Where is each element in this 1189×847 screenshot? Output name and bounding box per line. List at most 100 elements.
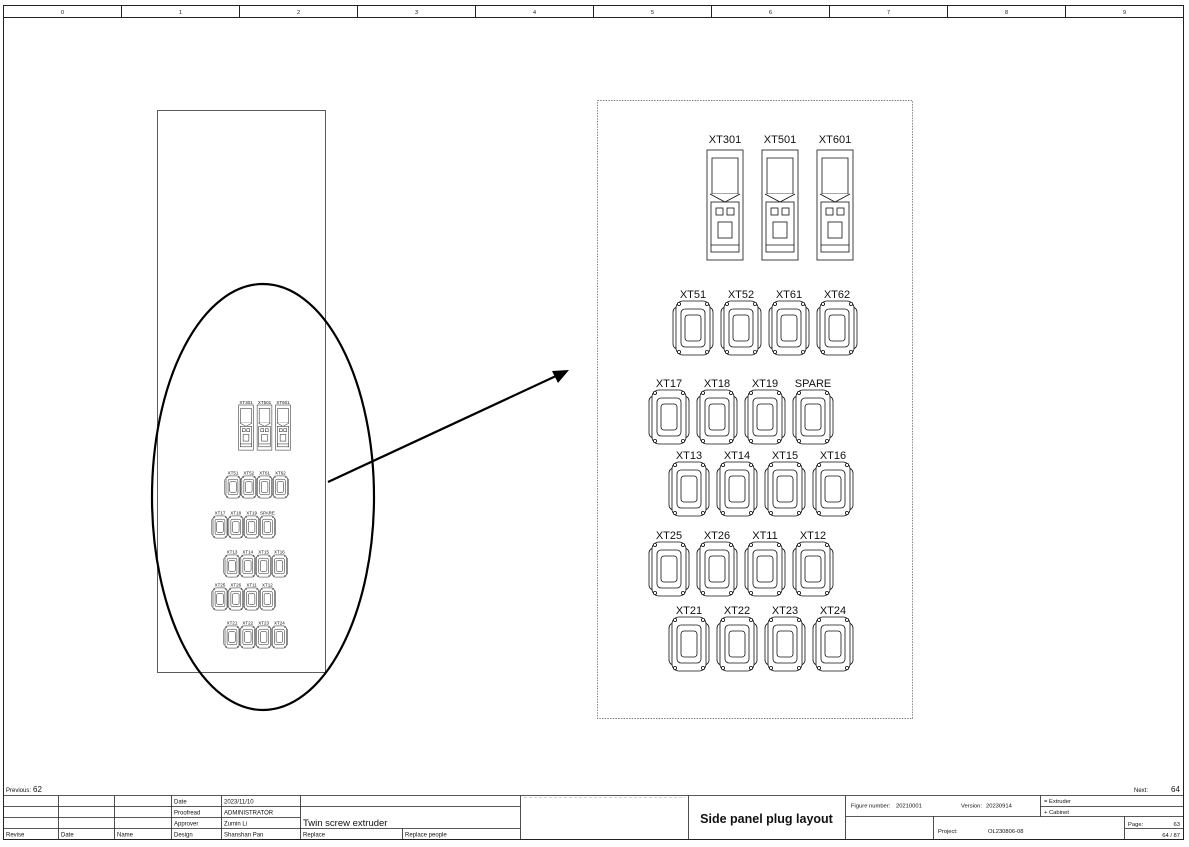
connector-screw bbox=[229, 535, 231, 538]
connector-screw bbox=[769, 618, 774, 623]
plug-xt12: XT12 bbox=[792, 530, 834, 597]
ruler-column-label: 2 bbox=[297, 10, 300, 16]
connector-socket bbox=[728, 475, 746, 503]
connector-socket bbox=[275, 560, 283, 572]
connector-socket bbox=[260, 560, 268, 572]
ruler-column-label: 5 bbox=[651, 10, 654, 16]
connector-screw bbox=[226, 495, 229, 498]
connector-screw bbox=[268, 555, 271, 558]
plug-xt26: XT26 bbox=[696, 530, 738, 597]
plug-label: XT21 bbox=[227, 621, 238, 626]
plug-label: XT301 bbox=[239, 400, 253, 405]
ruler-column-label: 9 bbox=[1123, 10, 1126, 16]
connector-socket bbox=[229, 481, 237, 493]
plug-xt52: XT52 bbox=[720, 289, 762, 356]
connector-screw bbox=[653, 438, 658, 443]
connector-screw bbox=[673, 510, 678, 515]
connector-socket bbox=[680, 475, 698, 503]
next-value[interactable]: 64 bbox=[1171, 785, 1180, 794]
plug-label: XT13 bbox=[227, 550, 238, 555]
connector-screw bbox=[749, 390, 754, 395]
plug-label: XT11 bbox=[246, 583, 257, 588]
connector-screw bbox=[701, 591, 706, 596]
overview-panel-outline bbox=[157, 110, 326, 673]
connector-screw bbox=[229, 588, 231, 591]
connector-screw bbox=[272, 607, 275, 610]
connector-screw bbox=[224, 588, 227, 591]
connector-screw bbox=[244, 607, 247, 610]
previous-value[interactable]: 62 bbox=[33, 785, 42, 794]
connector-screw bbox=[749, 543, 754, 548]
plug-xt21: XT21 bbox=[223, 621, 241, 649]
connector-screw bbox=[236, 626, 239, 629]
connector-screw bbox=[284, 555, 287, 558]
plug-port bbox=[242, 428, 246, 432]
plug-label: XT25 bbox=[656, 530, 682, 542]
connector-screw bbox=[721, 618, 726, 623]
connector-screw bbox=[225, 626, 228, 629]
connector-screw bbox=[236, 645, 239, 648]
connector-screw bbox=[701, 510, 706, 515]
connector-screw bbox=[817, 510, 822, 515]
connector-screw bbox=[241, 574, 243, 577]
connector-screw bbox=[260, 535, 263, 538]
connector-socket bbox=[756, 403, 774, 431]
connector-screw bbox=[226, 476, 229, 479]
connector-screw bbox=[272, 516, 275, 519]
plug-latch-cover bbox=[277, 408, 289, 424]
connector-socket bbox=[263, 593, 271, 605]
plug-label: SPARE bbox=[260, 511, 275, 516]
connector-screw bbox=[241, 555, 243, 558]
connector-screw bbox=[721, 462, 726, 467]
connector-screw bbox=[256, 555, 259, 558]
plug-label: XT13 bbox=[676, 450, 702, 462]
connector-socket bbox=[261, 481, 269, 493]
plug-xt11: XT11 bbox=[243, 583, 261, 611]
connector-screw bbox=[236, 574, 239, 577]
plug-latch-cover bbox=[240, 408, 252, 424]
connector-screw bbox=[849, 349, 854, 354]
page-total: 64 / 87 bbox=[1162, 833, 1180, 839]
connector-socket bbox=[824, 475, 842, 503]
connector-screw bbox=[797, 666, 802, 671]
connector-screw bbox=[256, 574, 259, 577]
connector-screw bbox=[797, 591, 802, 596]
connector-screw bbox=[817, 462, 822, 467]
connector-screw bbox=[705, 349, 710, 354]
connector-screw bbox=[797, 390, 802, 395]
plug-label: XT61 bbox=[776, 289, 802, 301]
connector-screw bbox=[285, 476, 288, 479]
plug-xt24: XT24 bbox=[270, 621, 288, 649]
connector-screw bbox=[252, 626, 255, 629]
connector-screw bbox=[749, 618, 754, 623]
sheet-border bbox=[3, 5, 1184, 840]
connector-screw bbox=[749, 462, 754, 467]
date-value: 2023/11/10 bbox=[224, 800, 254, 806]
plug-label: XT52 bbox=[728, 289, 754, 301]
connector-socket bbox=[780, 314, 798, 342]
plug-label: XT16 bbox=[820, 450, 846, 462]
connector-screw bbox=[769, 510, 774, 515]
plug-port bbox=[283, 428, 287, 432]
project-name: Twin screw extruder bbox=[303, 818, 387, 829]
ruler-column-label: 3 bbox=[415, 10, 418, 16]
plug-xt51: XT51 bbox=[672, 289, 714, 356]
plug-port bbox=[836, 207, 845, 216]
zoom-arrow bbox=[327, 370, 569, 483]
connector-screw bbox=[653, 543, 658, 548]
plug-port bbox=[825, 207, 834, 216]
plug-label: XT18 bbox=[230, 511, 241, 516]
connector-screw bbox=[242, 495, 244, 498]
revision-date-label: Date bbox=[61, 833, 74, 839]
version-label: Version: bbox=[961, 804, 982, 810]
plug-port bbox=[265, 428, 269, 432]
connector-socket bbox=[260, 631, 268, 643]
connector-screw bbox=[769, 462, 774, 467]
zoom-ellipse bbox=[150, 282, 376, 712]
plug-xt24: XT24 bbox=[812, 605, 854, 672]
ruler-column-label: 7 bbox=[887, 10, 890, 16]
plug-terminal bbox=[717, 221, 733, 239]
connector-screw bbox=[777, 390, 782, 395]
connector-screw bbox=[273, 495, 276, 498]
